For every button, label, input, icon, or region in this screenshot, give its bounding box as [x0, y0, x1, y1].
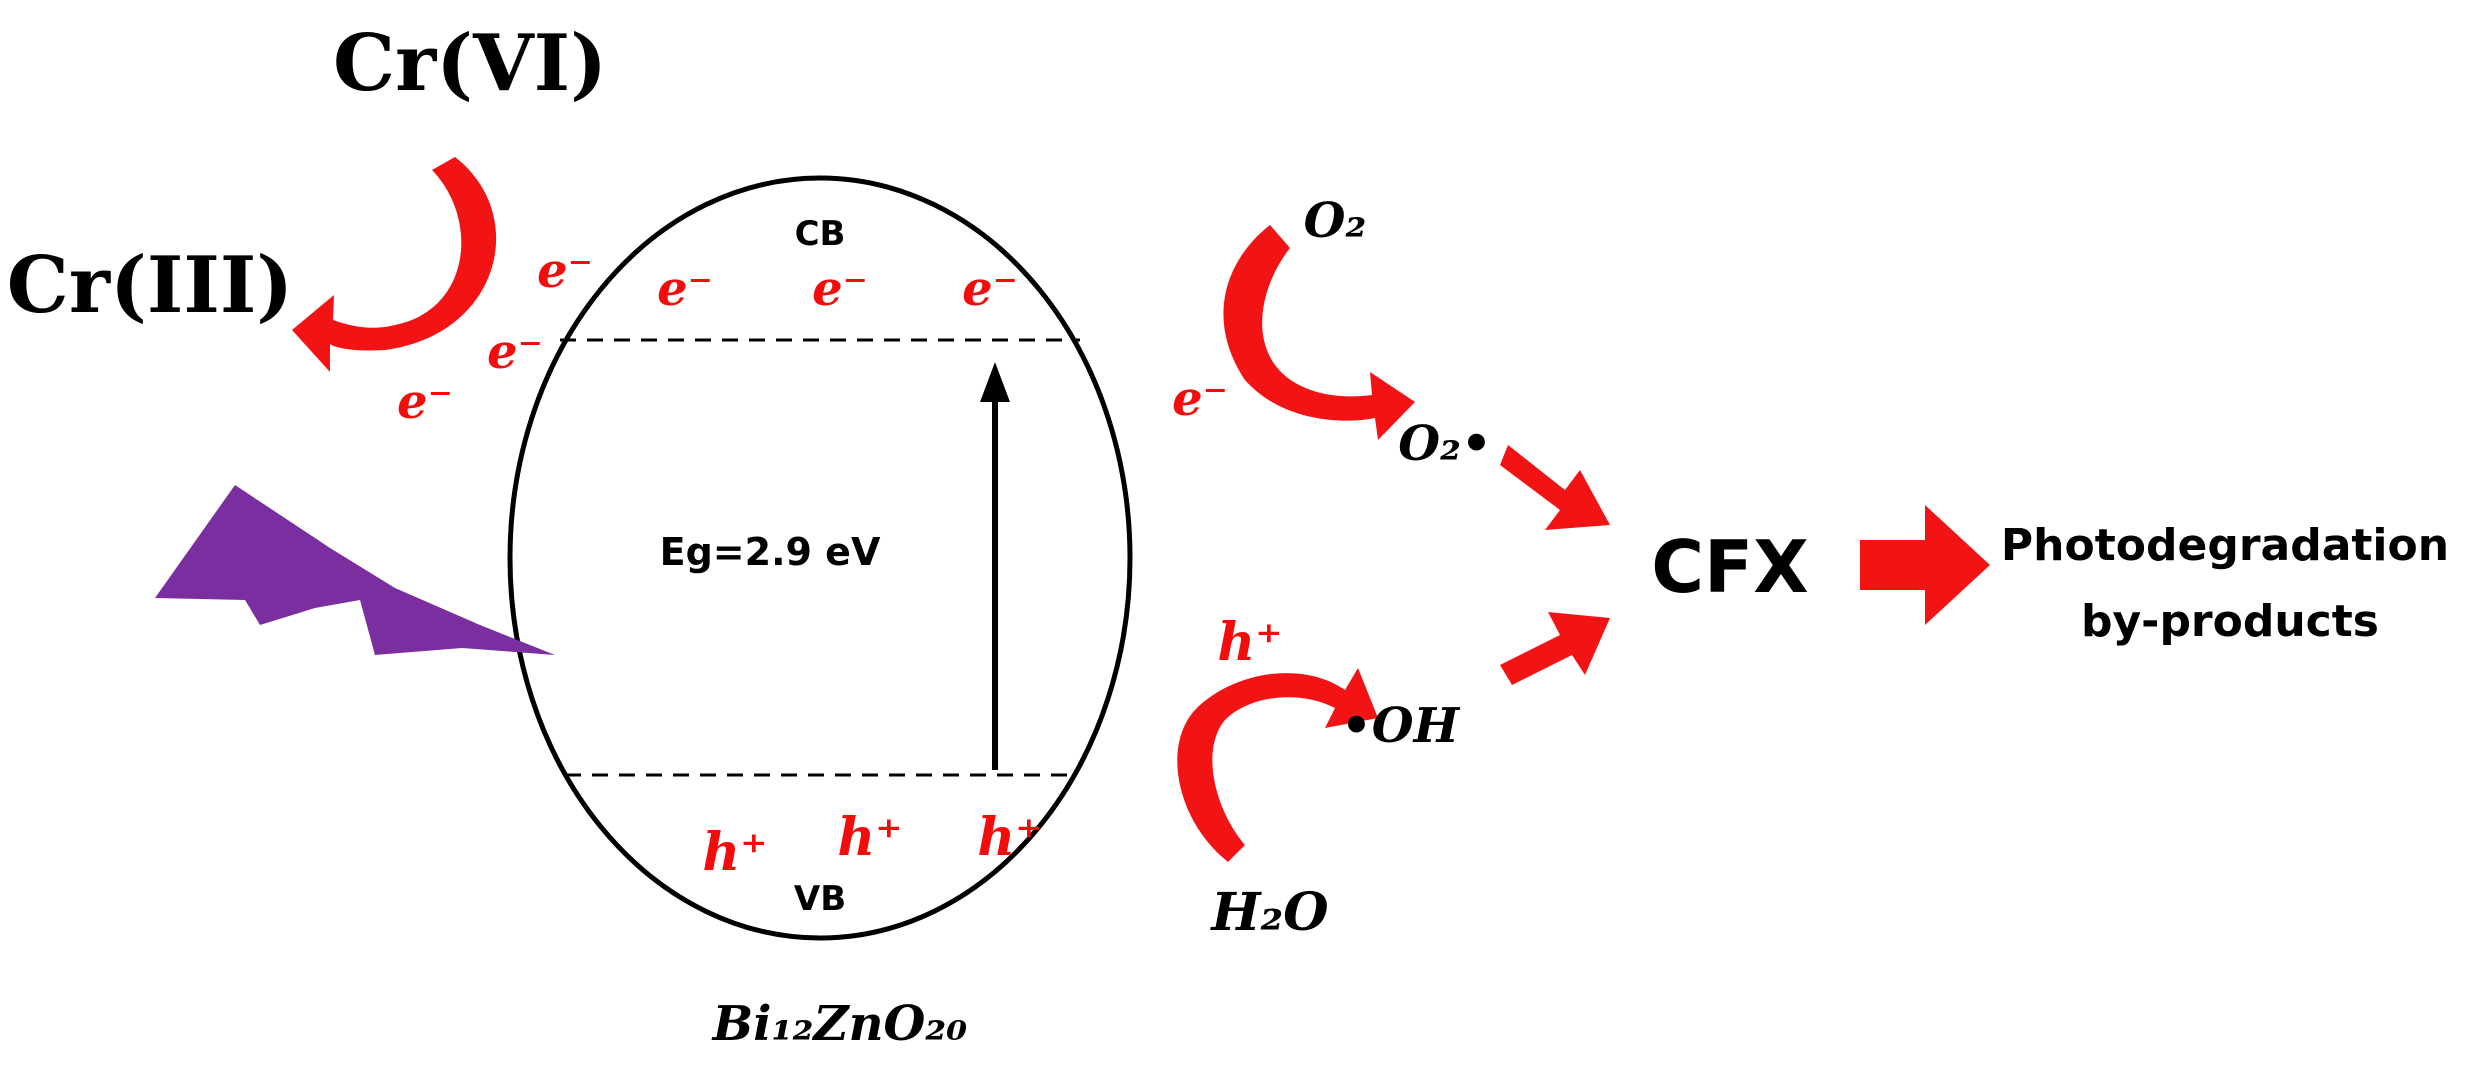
chromium-reduction: Cr(VI) Cr(III) e⁻ e⁻ e⁻ [7, 18, 607, 430]
curved-arrow-icon [1177, 668, 1378, 862]
pollutant-label: CFX [1651, 525, 1809, 609]
outcome-line-1: Photodegradation [2001, 520, 2449, 571]
curved-arrow-icon [292, 157, 497, 372]
superoxide-label: O₂• [1398, 416, 1492, 472]
electron-cr-2: e⁻ [487, 324, 543, 380]
electron-cb-1: e⁻ [657, 261, 713, 317]
particle-outline [507, 175, 1133, 941]
curved-arrow-icon [1223, 225, 1415, 440]
hydroxyl-label: •OH [1341, 698, 1460, 754]
electron-o2: e⁻ [1172, 371, 1228, 427]
semiconductor-particle: CB VB Eg=2.9 eV Bi₁₂ZnO₂₀ e⁻ e⁻ e⁻ h⁺ h⁺… [507, 175, 1133, 1052]
hole-vb-1: h⁺ [702, 822, 767, 883]
outcome-line-2: by-products [2081, 596, 2379, 647]
hole-vb-2: h⁺ [837, 807, 902, 868]
oxygen-label: O₂ [1304, 193, 1367, 249]
water-oxidation: h⁺ •OH H₂O [1177, 612, 1461, 943]
hole-water: h⁺ [1217, 612, 1282, 673]
electron-cr-3: e⁻ [397, 374, 453, 430]
cr6-label: Cr(VI) [333, 18, 607, 109]
electron-cr-1: e⁻ [537, 243, 593, 299]
block-arrow-icon [1860, 505, 1990, 625]
electron-cb-2: e⁻ [812, 261, 868, 317]
conduction-band-label: CB [795, 214, 846, 254]
electron-cb-3: e⁻ [962, 261, 1018, 317]
band-gap-label: Eg=2.9 eV [660, 530, 881, 574]
cr3-label: Cr(III) [7, 240, 293, 331]
oxygen-reduction: O₂ e⁻ O₂• [1172, 193, 1492, 472]
valence-band-label: VB [794, 879, 846, 919]
semiconductor-name: Bi₁₂ZnO₂₀ [711, 996, 968, 1052]
light-bolt-icon [155, 485, 555, 655]
block-arrow-icon [1500, 612, 1610, 685]
excitation-arrow-head [980, 362, 1010, 402]
hole-vb-3: h⁺ [977, 807, 1042, 868]
block-arrow-icon [1500, 445, 1610, 530]
water-label: H₂O [1209, 882, 1328, 943]
